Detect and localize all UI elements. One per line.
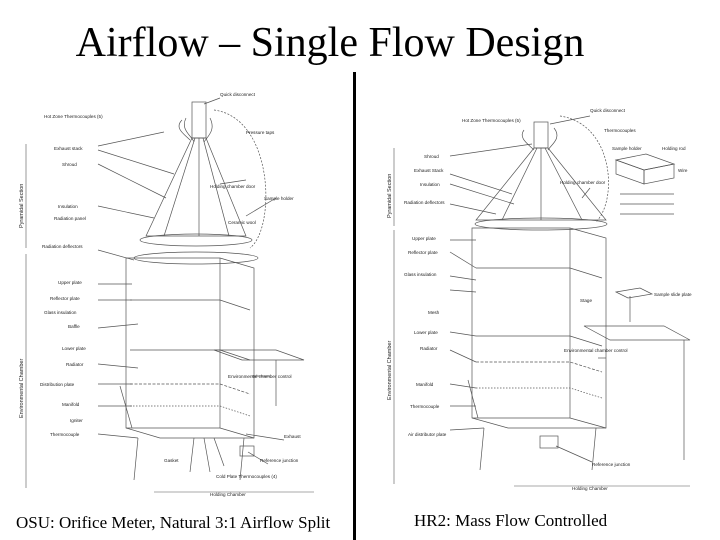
label-exhaust: Exhaust: [284, 434, 301, 439]
hr2-apparatus-drawing: Pyramidal Section Environmental Chamber …: [387, 108, 692, 491]
environmental-chamber-label: Environmental Chamber: [387, 341, 393, 400]
label-manifold: Manifold: [62, 402, 80, 407]
label-holding-rod: Holding rod: [662, 146, 686, 151]
label-radiation-deflectors: Radiation deflectors: [404, 200, 445, 205]
label-hot-zone-thermocouples: Hot Zone Thermocouples (5): [44, 114, 103, 119]
pyramid-section-label: Pyramidal Section: [387, 174, 393, 218]
environmental-chamber-label: Environmental Chamber: [19, 359, 25, 418]
label-cold-plate-thermocouples: Cold Plate Thermocouples (4): [216, 474, 277, 479]
label-sample-slide-plate: Sample slide plate: [654, 292, 692, 297]
pyramid-hood-shape: [475, 147, 607, 221]
label-igniter: Igniter: [70, 418, 83, 423]
center-divider: [353, 72, 356, 540]
pyramid-hood-shape: [145, 137, 247, 237]
pyramid-section-label: Pyramidal Section: [19, 184, 25, 228]
label-exhaust-stack: Exhaust Stack: [414, 168, 444, 173]
label-air-distributor-plate: Air distributor plate: [408, 432, 447, 437]
label-env-chamber-control: Environmental chamber control: [564, 348, 628, 353]
label-quick-disconnect: Quick disconnect: [590, 108, 626, 113]
label-holding-chamber: Holding Chamber: [572, 486, 608, 491]
label-manifold: Manifold: [416, 382, 434, 387]
label-sample-holder: Sample holder: [264, 196, 294, 201]
label-wire: Wire: [678, 168, 688, 173]
label-insulation: Insulation: [420, 182, 440, 187]
label-reference-junction: Reference junction: [260, 458, 299, 463]
label-exhaust-stack: Exhaust stack: [54, 146, 83, 151]
label-mesh: Mesh: [428, 310, 440, 315]
label-sample-holder: Sample holder: [612, 146, 642, 151]
hr2-apparatus-diagram: Pyramidal Section Environmental Chamber …: [384, 100, 700, 492]
label-glass-insulation: Glass insulation: [44, 310, 77, 315]
label-env-chamber-control: Environmental chamber control: [228, 374, 292, 379]
label-holding-chamber-door: Holding chamber door: [210, 184, 256, 189]
label-holding-chamber-door: Holding chamber door: [560, 180, 606, 185]
left-diagram-caption: OSU: Orifice Meter, Natural 3:1 Airflow …: [16, 513, 331, 532]
label-radiation-deflectors: Radiation deflectors: [42, 244, 83, 249]
label-radiator: Radiator: [66, 362, 84, 367]
right-diagram-caption: HR2: Mass Flow Controlled: [414, 511, 608, 530]
label-thermocouples: Thermocouples: [604, 128, 636, 133]
label-radiator: Radiator: [420, 346, 438, 351]
slide-title: Airflow – Single Flow Design: [75, 20, 585, 66]
exhaust-stack-shape: [191, 101, 207, 139]
label-distribution-plate: Distribution plate: [40, 382, 75, 387]
label-radiation-panel: Radiation panel: [54, 216, 86, 221]
exhaust-stack-shape: [533, 121, 549, 149]
label-baffle: Baffle: [68, 324, 80, 329]
label-upper-plate: Upper plate: [58, 280, 82, 285]
label-stage: Stage: [580, 298, 592, 303]
label-reflector-plate: Reflector plate: [408, 250, 438, 255]
label-shroud: Shroud: [424, 154, 439, 159]
osu-apparatus-drawing: Pyramidal Section Environmental Chamber …: [19, 92, 314, 497]
label-holding-chamber: Holding Chamber: [210, 492, 246, 497]
label-quick-disconnect: Quick disconnect: [220, 92, 256, 97]
label-thermocouple: Thermocouple: [50, 432, 80, 437]
label-reflector-plate: Reflector plate: [50, 296, 80, 301]
label-reference-junction: Reference junction: [592, 462, 631, 467]
label-thermocouple: Thermocouple: [410, 404, 440, 409]
label-lower-plate: Lower plate: [62, 346, 86, 351]
label-gasket: Gasket: [164, 458, 179, 463]
label-shroud: Shroud: [62, 162, 77, 167]
label-lower-plate: Lower plate: [414, 330, 438, 335]
label-insulation: Insulation: [58, 204, 78, 209]
label-glass-insulation: Glass insulation: [404, 272, 437, 277]
label-upper-plate: Upper plate: [412, 236, 436, 241]
label-hot-zone-thermocouples: Hot Zone Thermocouples (5): [462, 118, 521, 123]
label-ceramic-wool: Ceramic wool: [228, 220, 256, 225]
osu-apparatus-diagram: Pyramidal Section Environmental Chamber …: [14, 88, 350, 498]
label-pressure-taps: Pressure taps: [246, 130, 275, 135]
